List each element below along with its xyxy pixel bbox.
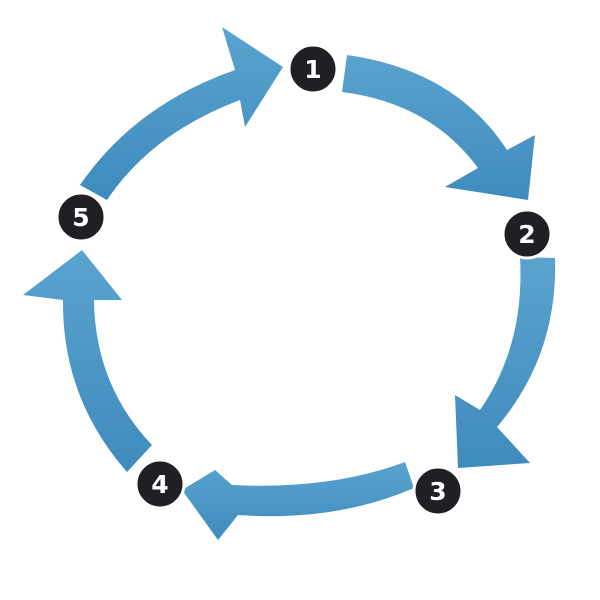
step-badge-1: 1 <box>287 43 339 95</box>
step-badge-5: 5 <box>55 191 107 243</box>
cycle-arrow-3-to-4 <box>182 462 414 540</box>
cycle-arrow-2-to-3 <box>455 257 556 468</box>
step-badge-1-label: 1 <box>304 55 321 84</box>
cycle-arrow-5-to-1 <box>80 27 283 200</box>
step-badge-3-label: 3 <box>429 477 446 506</box>
step-badge-5-label: 5 <box>72 203 89 232</box>
cycle-arrow-4-to-5 <box>23 250 152 472</box>
step-badge-4: 4 <box>134 458 186 510</box>
step-badge-2: 2 <box>501 208 553 260</box>
step-badge-4-label: 4 <box>151 470 168 499</box>
step-badge-3: 3 <box>412 465 464 517</box>
step-badge-2-label: 2 <box>518 220 535 249</box>
cycle-arrow-1-to-2 <box>342 55 535 200</box>
